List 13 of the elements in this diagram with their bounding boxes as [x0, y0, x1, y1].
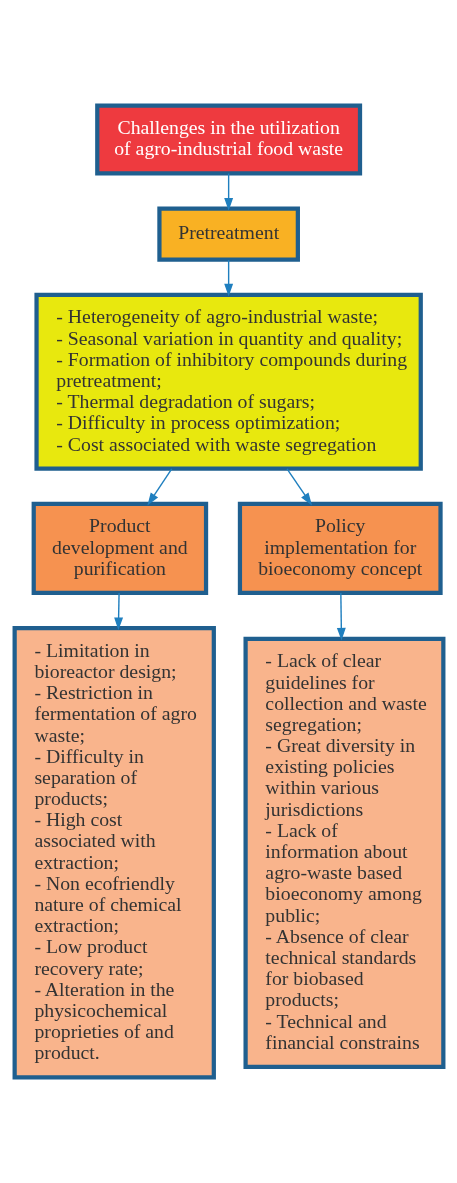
- arrow: [285, 468, 312, 506]
- node-box: - Limitation in bioreactor design; - Restriction in fermentation of agro waste; - Difficulty in separation of products; - High cost associated with extraction; - Non ecofriendly nature of chemical extraction; - Low product recovery rate; - Alteration in the physicochemical proprieties of and product.: [12, 626, 216, 1080]
- node-box: Challenges in the utilization of agro-industrial food waste: [94, 103, 362, 176]
- arrow: [223, 172, 233, 211]
- node-box: Policy implementation for bioeconomy concept: [237, 501, 443, 596]
- node-box: Pretreatment: [156, 206, 300, 262]
- node-box: - Heterogeneity of agro-industrial waste; - Seasonal variation in quantity and quality; - Formation of inhibitory compounds during pretreatment; - Thermal degradation of sugars; - Difficulty in process optimization; - Cost associated with waste segregation: [33, 292, 423, 471]
- arrow: [146, 468, 172, 506]
- node-box: - Lack of clear guidelines for collection and waste segregation; - Great diversity in existing policies within various jurisdictions - Lack of information about agro-waste based bioeconomy among public; - Absence of clear technical standards for biobased products; - Technical and financial constrains: [243, 636, 445, 1069]
- node-box: Product development and purification: [31, 501, 208, 596]
- arrow: [336, 592, 346, 641]
- arrow: [113, 592, 123, 631]
- arrow: [223, 259, 233, 297]
